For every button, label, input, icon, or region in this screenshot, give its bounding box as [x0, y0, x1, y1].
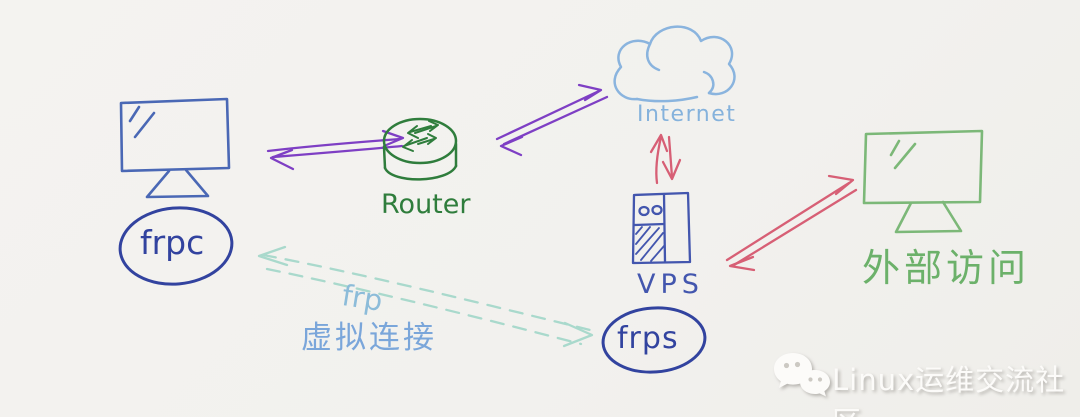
wechat-small-eye-left [808, 377, 813, 382]
router-side-left [382, 145, 387, 170]
frps-bubble [601, 306, 707, 374]
internet-label: Internet [637, 102, 737, 127]
wechat-small-bubble [800, 370, 830, 397]
internet-vps-arrows [649, 133, 682, 185]
arrow-to-router [266, 137, 402, 153]
client-screen [119, 97, 231, 173]
external-monitor-icon [862, 129, 984, 234]
virtual-link-dashes [257, 245, 594, 348]
client-screen-glare [128, 105, 156, 139]
server-divider [662, 192, 667, 264]
external-access-label: 外部访问 [862, 246, 1031, 290]
external-screen-glare [889, 139, 917, 170]
vps-label: VPS [637, 269, 704, 300]
watermark: Linux运维交流社区 [772, 348, 1072, 417]
arrow-to-vps [732, 188, 858, 267]
router-bottom [383, 164, 458, 181]
arrow-to-router-head [381, 129, 405, 148]
router-top [382, 117, 458, 165]
frps-ellipse [601, 306, 707, 374]
virtual-link-desc: 虚拟连接 [301, 320, 437, 356]
arrow-down-head [661, 158, 682, 181]
arrow-to-external-head [827, 174, 855, 196]
frps-label: frps [617, 321, 679, 356]
server-hatching [635, 226, 665, 262]
server-body [631, 191, 692, 265]
server-tower-icon [631, 191, 692, 265]
arrow-to-cloud-head [577, 83, 603, 102]
virtual-link-line-2 [265, 267, 583, 346]
arrow-up-head [649, 133, 669, 154]
cloud-right-hook [702, 70, 715, 95]
external-screen [862, 129, 984, 205]
router-internet-arrows [495, 83, 609, 157]
router-label: Router [381, 189, 471, 220]
watermark-text: Linux运维交流社区 [832, 363, 1066, 417]
cloud-inner-curl [646, 42, 661, 72]
arrow-to-cloud [495, 89, 601, 141]
wechat-big-eye-right [794, 361, 801, 368]
external-stand [894, 200, 963, 234]
virtual-link-head-left [257, 245, 289, 267]
frpc-bubble [118, 206, 234, 286]
server-shelf [632, 222, 666, 227]
arrow-to-external [725, 181, 851, 262]
arrow-up [655, 135, 663, 185]
arrow-to-client [271, 144, 404, 159]
virtual-link-head-right [562, 321, 594, 348]
arrow-to-vps-head [728, 255, 756, 272]
wechat-small-eye-right [817, 377, 823, 382]
client-stand [145, 168, 210, 199]
arrow-from-cloud-head [499, 135, 524, 157]
virtual-link-name: frp [339, 278, 385, 318]
server-led-2 [651, 204, 663, 216]
client-monitor-icon [119, 97, 231, 199]
cloud-outline [613, 25, 736, 101]
arrow-down [667, 135, 674, 179]
virtual-link-line-1 [261, 253, 592, 332]
cloud-icon [613, 25, 736, 103]
router-port-arrows [402, 120, 439, 152]
wechat-icon [774, 353, 830, 397]
frpc-label: frpc [140, 223, 205, 262]
server-led-1 [638, 205, 650, 217]
wechat-big-eye-left [783, 362, 790, 369]
arrow-to-client-head [269, 148, 295, 171]
client-router-arrows [266, 129, 405, 171]
frpc-ellipse [118, 206, 234, 286]
router-cylinder-icon [382, 117, 458, 181]
vps-external-arrows [725, 174, 858, 272]
cloud-bottom [635, 95, 699, 103]
